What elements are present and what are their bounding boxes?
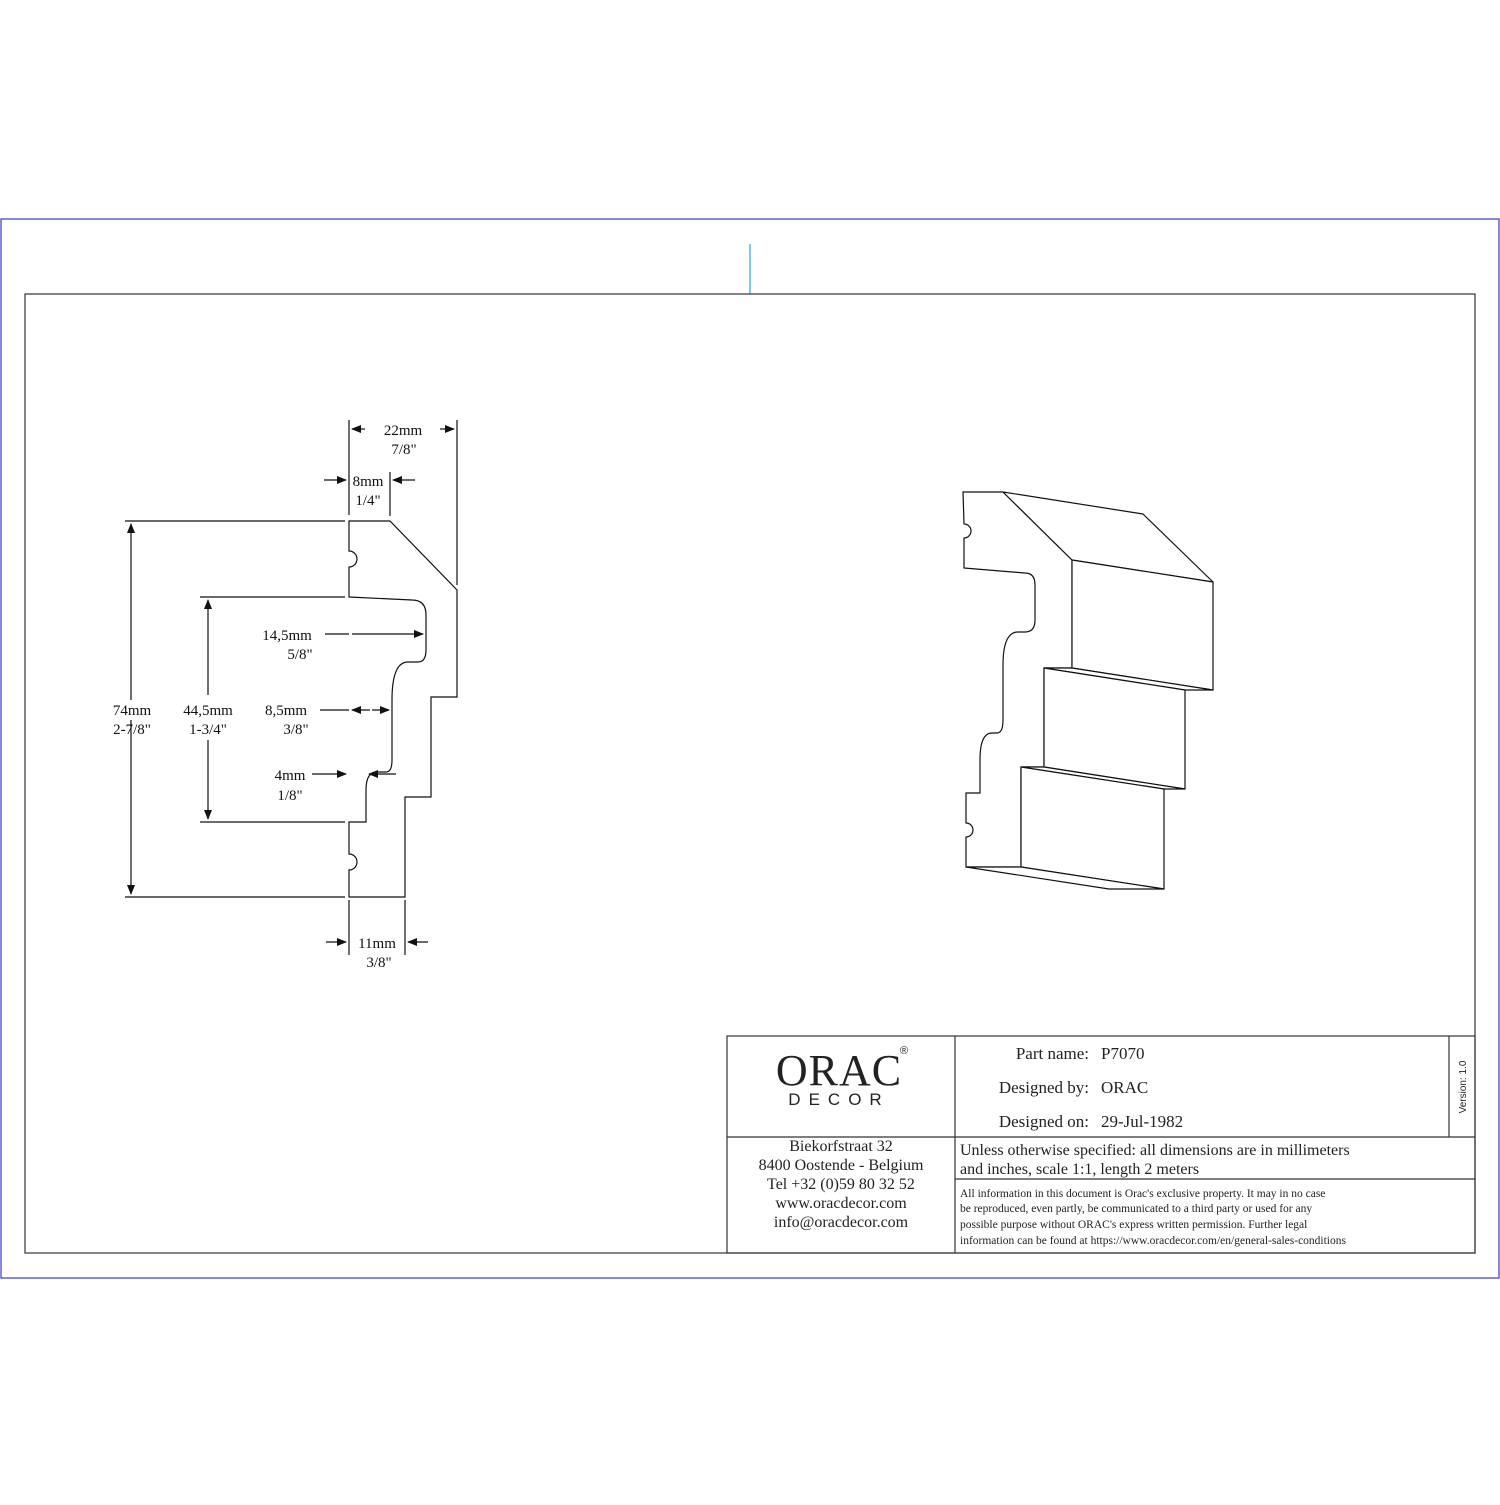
- title-block: [726, 1035, 1476, 1254]
- dim-11mm-inch: 3/8": [366, 955, 391, 971]
- part-info: Part name: P7070 Designed by: ORAC Desig…: [999, 1044, 1183, 1131]
- dim-14mm-inch: 5/8": [287, 647, 312, 663]
- part-name-value: P7070: [1101, 1044, 1144, 1063]
- version-label: Version: 1.0: [1458, 1060, 1469, 1113]
- svg-text:Unless otherwise specified: al: Unless otherwise specified: all dimensio…: [960, 1142, 1350, 1159]
- legal-note: All information in this document is Orac…: [960, 1188, 1347, 1247]
- dim-14mm: 14,5mm: [262, 628, 312, 644]
- profile-3d-view: [962, 491, 1214, 890]
- profile-outline: [348, 520, 458, 898]
- dim-8mm: 8mm: [353, 474, 384, 490]
- inner-frame: [24, 293, 1476, 1254]
- svg-text:Biekorfstraat 32: Biekorfstraat 32: [789, 1138, 893, 1155]
- dim-8-5mm-inch: 3/8": [283, 722, 308, 738]
- dim-4mm-inch: 1/8": [277, 788, 302, 804]
- svg-text:be reproduced, even partly, be: be reproduced, even partly, be communica…: [960, 1203, 1312, 1215]
- svg-text:Tel +32 (0)59 80 32 52: Tel +32 (0)59 80 32 52: [767, 1176, 915, 1193]
- svg-text:www.oracdecor.com: www.oracdecor.com: [775, 1195, 907, 1212]
- dim-8mm-inch: 1/4": [355, 493, 380, 509]
- designed-on-label: Designed on:: [999, 1112, 1089, 1131]
- designed-by-label: Designed by:: [999, 1078, 1089, 1097]
- dim-8-5mm: 8,5mm: [265, 703, 307, 719]
- dim-44mm: 44,5mm: [183, 703, 233, 719]
- spec-note: Unless otherwise specified: all dimensio…: [960, 1142, 1350, 1178]
- svg-text:and inches, scale 1:1, length: and inches, scale 1:1, length 2 meters: [960, 1161, 1199, 1178]
- svg-text:8400 Oostende - Belgium: 8400 Oostende - Belgium: [759, 1157, 924, 1174]
- svg-text:info@oracdecor.com: info@oracdecor.com: [774, 1214, 909, 1231]
- part-name-label: Part name:: [1016, 1044, 1089, 1063]
- designed-by-value: ORAC: [1101, 1078, 1148, 1097]
- svg-text:possible purpose without ORAC': possible purpose without ORAC's express …: [960, 1219, 1307, 1231]
- company-address: Biekorfstraat 32 8400 Oostende - Belgium…: [759, 1138, 924, 1231]
- outer-frame: [0, 218, 1500, 1279]
- svg-text:®: ®: [900, 1045, 908, 1057]
- svg-text:All information in this docume: All information in this document is Orac…: [960, 1188, 1325, 1200]
- svg-text:DECOR: DECOR: [788, 1090, 889, 1109]
- dim-44mm-inch: 1-3/4": [189, 722, 227, 738]
- orac-decor-logo: ORAC ® DECOR: [776, 1045, 908, 1109]
- dim-74mm-inch: 2-7/8": [113, 722, 151, 738]
- dim-22mm: 22mm: [384, 423, 423, 439]
- designed-on-value: 29-Jul-1982: [1101, 1112, 1183, 1131]
- dim-74mm: 74mm: [113, 703, 152, 719]
- svg-text:ORAC: ORAC: [776, 1046, 902, 1095]
- dim-4mm: 4mm: [275, 768, 306, 784]
- svg-text:information can be found at ht: information can be found at https://www.…: [960, 1235, 1347, 1247]
- profile-section: [125, 420, 458, 955]
- dim-11mm: 11mm: [358, 936, 396, 952]
- dim-22mm-inch: 7/8": [391, 442, 416, 458]
